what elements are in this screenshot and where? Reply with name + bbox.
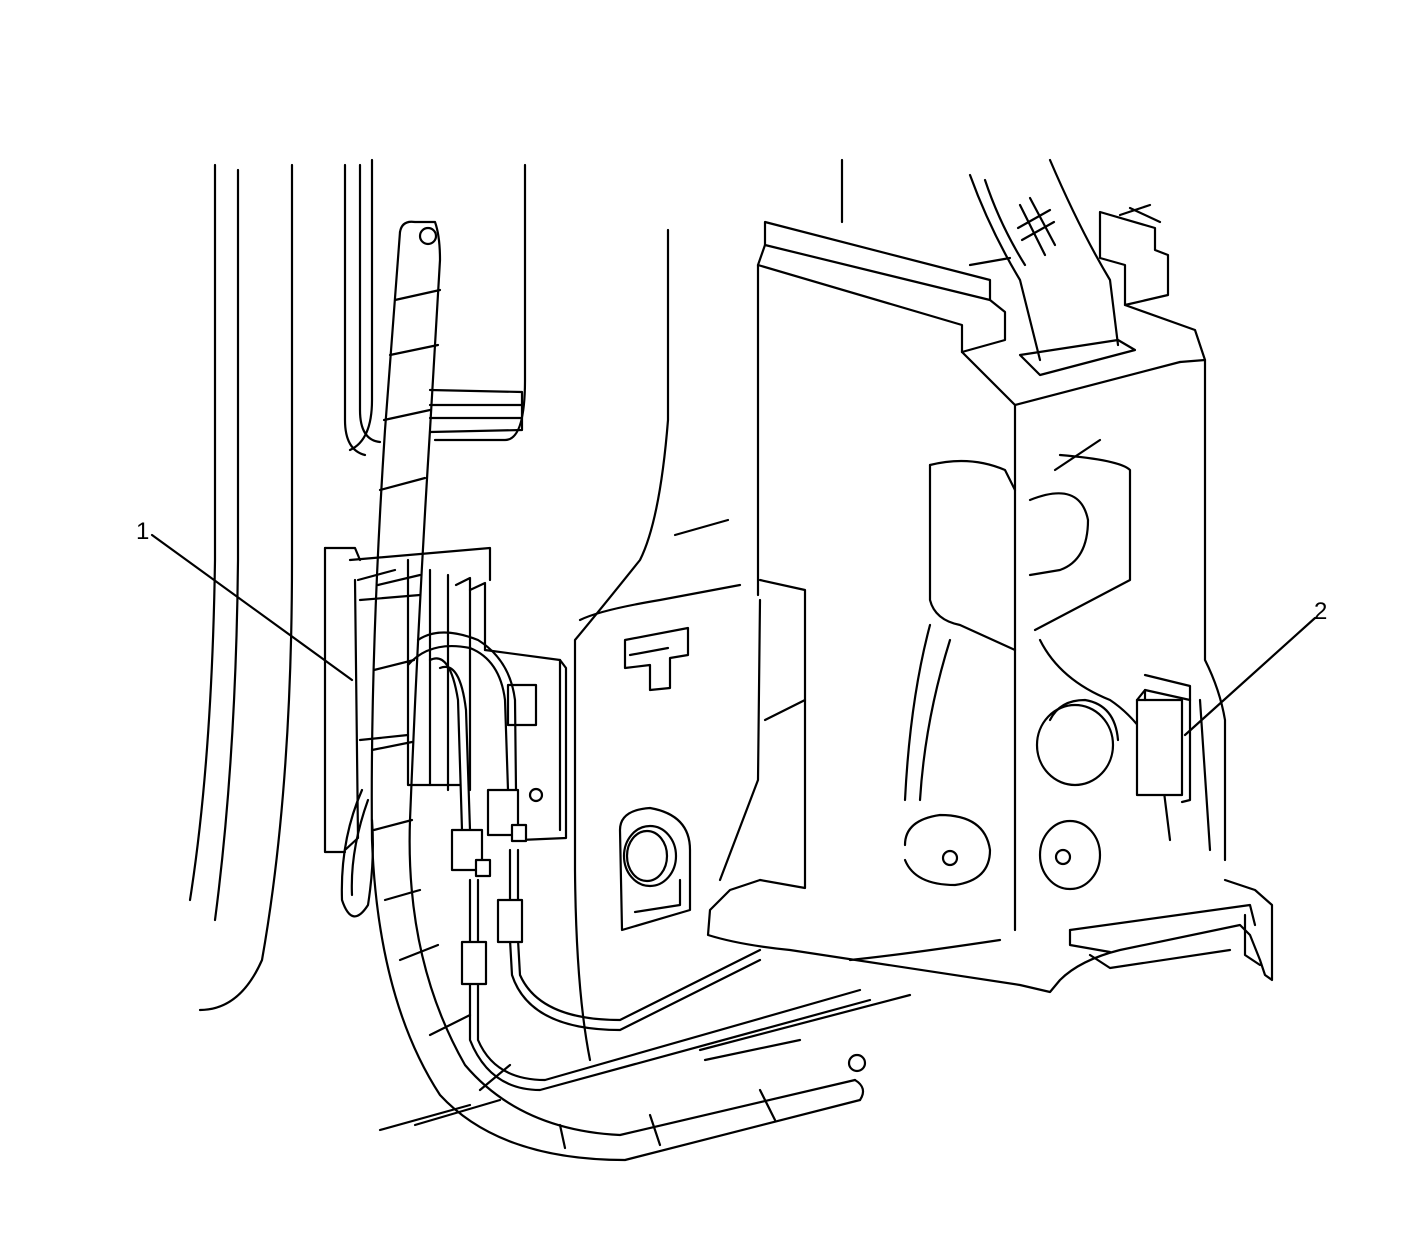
module-cables xyxy=(406,631,872,1092)
leader-line-1 xyxy=(150,533,354,682)
leader-lines xyxy=(150,533,1317,737)
component-2-module xyxy=(1135,673,1192,804)
callout-2: 2 xyxy=(1314,598,1328,625)
callout-1: 1 xyxy=(136,518,150,545)
door-sill-trim xyxy=(578,518,742,932)
pillar-trim-panel xyxy=(428,388,524,434)
left-module-assembly xyxy=(323,546,568,854)
leader-line-2 xyxy=(1183,616,1317,737)
wiring-harness xyxy=(370,220,867,1162)
pillar-bracket-assembly xyxy=(378,158,1274,1132)
ground-loop-cable xyxy=(340,788,374,918)
cable-connectors xyxy=(450,788,528,986)
